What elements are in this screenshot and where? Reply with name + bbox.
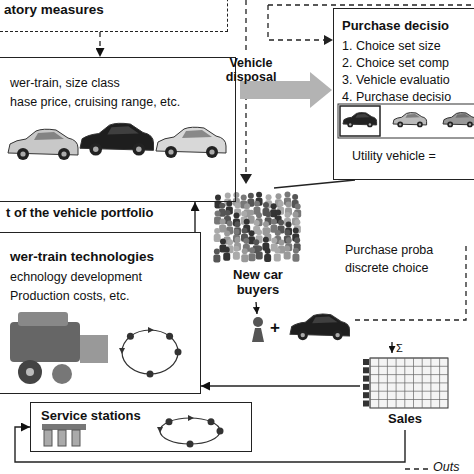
note-text: discrete choice	[345, 261, 428, 275]
engine-illustration	[10, 312, 108, 384]
node-heading: New car buyers	[212, 268, 304, 298]
sum-symbol: Σ	[396, 342, 403, 355]
pump-illustration	[42, 424, 86, 446]
buyer-arrow	[256, 302, 257, 314]
measure-line	[268, 5, 474, 40]
node-heading: wer-train technologies	[10, 249, 154, 265]
node-text: 2. Choice set comp	[342, 56, 449, 70]
node-heading: wer-train, size class	[10, 76, 120, 90]
node-text: 1. Choice set size	[342, 39, 441, 53]
node-text: Utility vehicle =	[352, 149, 436, 163]
node-text: 3. Vehicle evaluatio	[342, 73, 450, 87]
crowd-illustration	[213, 192, 301, 263]
connector	[201, 385, 360, 386]
node-text: 4. Purchase decisio	[342, 90, 451, 104]
sales-node: Sales	[360, 355, 450, 430]
plus-sign: +	[270, 318, 280, 338]
sum-arrow	[391, 342, 392, 353]
arrow-head	[324, 35, 333, 45]
node-text: t of the vehicle portfolio	[6, 206, 153, 221]
connector	[99, 32, 100, 57]
node-heading: Sales	[360, 412, 450, 427]
sales-table	[363, 358, 448, 408]
connector	[194, 202, 195, 232]
connector	[274, 180, 355, 188]
choice-row	[338, 104, 474, 138]
flow-label: Vehicle disposal	[220, 56, 282, 85]
disposal-line	[245, 0, 246, 180]
node-heading: atory measures	[4, 2, 104, 18]
cycle-symbol	[157, 415, 224, 448]
service-box: Service stations	[30, 402, 252, 452]
car-thumbnail	[393, 113, 427, 128]
node-heading: Purchase decisio	[342, 19, 449, 34]
buyer-pawn	[252, 317, 264, 342]
car-purchase	[290, 314, 350, 340]
technology-box: wer-train technologies echnology developm…	[0, 232, 201, 394]
portfolio-box: wer-train, size class hase price, cruisin…	[0, 57, 236, 202]
cycle-symbol	[119, 327, 182, 378]
selected-frame	[340, 106, 380, 136]
car-illustration	[80, 123, 154, 155]
arrow-head	[240, 174, 252, 184]
car-illustration	[8, 129, 78, 160]
connector	[15, 427, 405, 462]
node-text: echnology development	[10, 270, 142, 284]
car-illustration	[156, 127, 226, 158]
legend-text: Outs	[433, 460, 459, 474]
note-text: Purchase proba	[345, 243, 433, 257]
car-thumbnail	[443, 113, 474, 128]
car-thumbnail	[343, 113, 377, 128]
node-text: hase price, cruising range, etc.	[10, 95, 180, 109]
purchase-box: Purchase decisio 1. Choice set size 2. Cho…	[333, 8, 474, 180]
measures-box: atory measures	[0, 0, 228, 32]
legend-sample	[405, 468, 430, 469]
node-text: Production costs, etc.	[10, 289, 130, 303]
node-heading: Service stations	[41, 409, 141, 424]
buyers-node: New car buyers	[212, 188, 304, 300]
